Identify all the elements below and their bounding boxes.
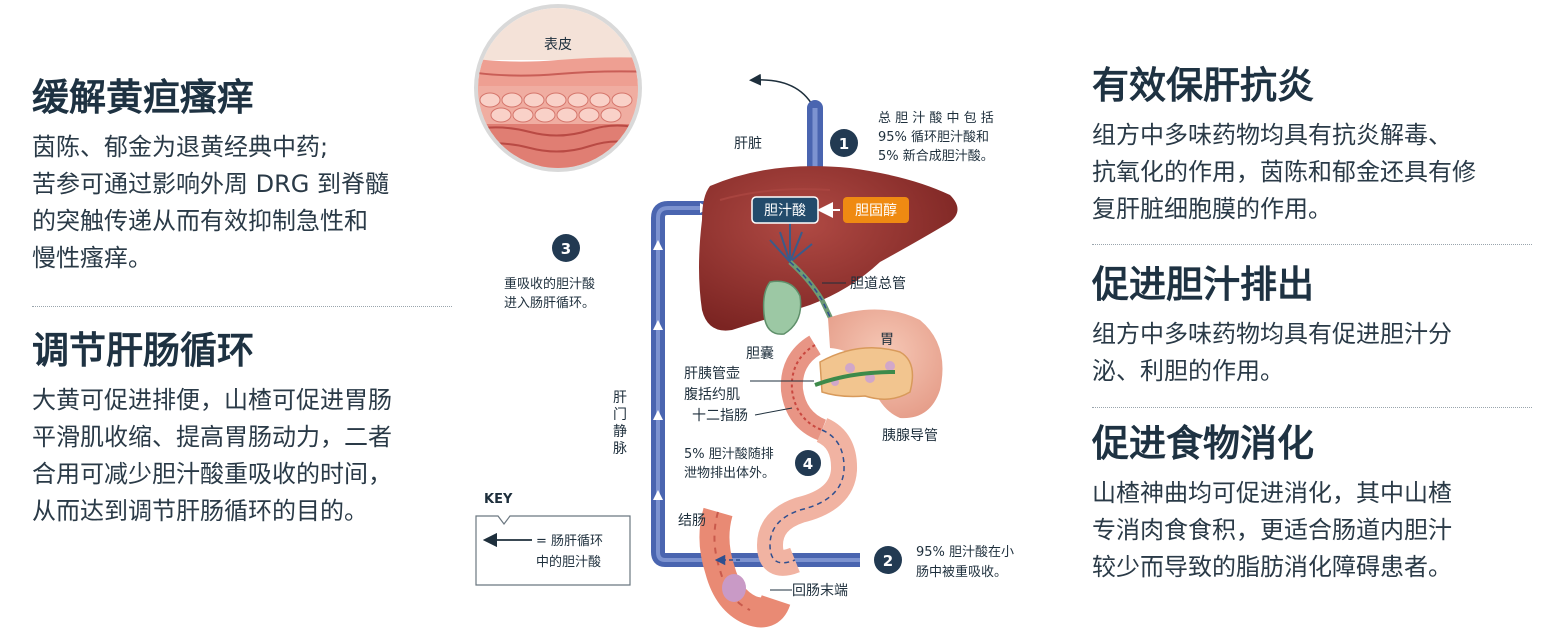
key-title: KEY: [484, 492, 513, 507]
bile-flow-intestine: [769, 429, 845, 564]
duodenum: [780, 335, 827, 441]
step-text: 重吸收的胆汁酸: [504, 276, 595, 292]
step-text: 进入肠肝循环。: [504, 296, 595, 311]
step-text: 肠中被重吸收。: [916, 564, 1007, 580]
step-number: 3: [561, 240, 571, 258]
skin-cross-section: 表皮: [474, 4, 642, 172]
body-line: 复肝脏细胞膜的作用。: [1092, 194, 1332, 223]
body-line: 组方中多味药物均具有促进胆汁分: [1092, 319, 1452, 348]
section-liver-protect: 有效保肝抗炎 组方中多味药物均具有抗炎解毒、 抗氧化的作用，茵陈和郁金还具有修 …: [1092, 64, 1532, 228]
body-line: 泌、利胆的作用。: [1092, 356, 1284, 385]
step-number: 4: [803, 455, 813, 473]
body-line: 山楂神曲均可促进消化，其中山楂: [1092, 478, 1452, 507]
liver-label: 肝脏: [734, 136, 762, 152]
section-title: 调节肝肠循环: [32, 329, 254, 372]
step-1: 1 总 胆 汁 酸 中 包 括 95% 循环胆汁酸和 5% 新合成胆汁酸。: [830, 111, 994, 164]
section-body: 山楂神曲均可促进消化，其中山楂 专消肉食食积，更适合肠道内胆汁 较少而导致的脂肪…: [1092, 475, 1532, 586]
step-4: 5% 胆汁酸随排 泄物排出体外。 4: [684, 447, 823, 481]
body-line: 专消肉食食积，更适合肠道内胆汁: [1092, 515, 1452, 544]
duodenum-outline: [790, 344, 823, 431]
portal-vein-char: 静: [613, 424, 627, 440]
step-text: 5% 新合成胆汁酸。: [878, 148, 994, 164]
section-digestion: 促进食物消化 山楂神曲均可促进消化，其中山楂 专消肉食食积，更适合肠道内胆汁 较…: [1092, 422, 1532, 586]
portal-vein-char: 脉: [613, 441, 627, 457]
section-title: 促进胆汁排出: [1092, 263, 1314, 306]
step-3: 3 重吸收的胆汁酸 进入肠肝循环。: [504, 234, 595, 311]
enterohepatic-diagram: 表皮 肝脏 胆汁酸 胆固醇: [474, 4, 1014, 628]
section-body: 茵陈、郁金为退黄经典中药; 苦参可通过影响外周 DRG 到脊髓 的突触传递从而有…: [32, 129, 452, 277]
ampulla-label: 肝胰管壶: [684, 366, 740, 382]
step-number: 1: [839, 135, 849, 153]
common-bile-duct-label: 胆道总管: [850, 276, 906, 292]
section-body: 大黄可促进排便，山楂可促进胃肠 平滑肌收缩、提高胃肠动力，二者 合用可减少胆汁酸…: [32, 382, 452, 530]
gallbladder-label: 胆囊: [746, 345, 774, 362]
section-body: 组方中多味药物均具有抗炎解毒、 抗氧化的作用，茵陈和郁金还具有修 复肝脏细胞膜的…: [1092, 117, 1532, 228]
bile-acid-box: 胆汁酸: [751, 196, 819, 224]
key-text: = 肠肝循环: [536, 534, 603, 549]
section-title: 缓解黄疸瘙痒: [32, 76, 254, 119]
key-legend: KEY = 肠肝循环 中的胆汁酸: [475, 492, 631, 586]
portal-vein-char: 门: [613, 407, 627, 423]
body-line: 抗氧化的作用，茵陈和郁金还具有修: [1092, 157, 1476, 186]
body-line: 苦参可通过影响外周 DRG 到脊髓: [32, 169, 390, 198]
sphincter-label: 腹括约肌: [684, 386, 740, 403]
gallbladder: 胆囊: [746, 280, 802, 362]
step-text: 泄物排出体外。: [684, 466, 775, 481]
step-2: 2 95% 胆汁酸在小 肠中被重吸收。: [874, 545, 1014, 580]
body-line: 茵陈、郁金为退黄经典中药;: [32, 132, 329, 161]
body-line: 较少而导致的脂肪消化障碍患者。: [1092, 552, 1452, 581]
liver: 肝脏: [699, 136, 958, 331]
body-line: 从而达到调节肝肠循环的目的。: [32, 496, 368, 525]
terminal-ileum-label: 回肠末端: [792, 583, 848, 599]
colon: 结肠: [678, 507, 791, 628]
body-line: 平滑肌收缩、提高胃肠动力，二者: [32, 422, 392, 451]
step-number: 2: [883, 552, 893, 570]
skin-label: 表皮: [544, 37, 572, 53]
section-divider: [1092, 407, 1532, 408]
body-line: 的突触传递从而有效抑制急性和: [32, 206, 368, 235]
stomach-label: 胃: [880, 332, 894, 348]
step-text: 95% 循环胆汁酸和: [878, 130, 989, 145]
body-line: 大黄可促进排便，山楂可促进胃肠: [32, 385, 392, 414]
bile-flow-arrow: [789, 261, 843, 343]
portal-vein-label: 肝 门 静 脉: [613, 390, 627, 457]
step-text: 总 胆 汁 酸 中 包 括: [878, 111, 994, 126]
section-title: 有效保肝抗炎: [1092, 64, 1314, 107]
section-divider: [1092, 244, 1532, 245]
body-line: 慢性瘙痒。: [32, 243, 152, 272]
body-line: 合用可减少胆汁酸重吸收的时间，: [32, 459, 392, 488]
portal-vein-char: 肝: [613, 390, 627, 406]
pancreas: [814, 347, 914, 400]
step-text: 5% 胆汁酸随排: [684, 447, 774, 462]
section-enterohepatic: 调节肝肠循环 大黄可促进排便，山楂可促进胃肠 平滑肌收缩、提高胃肠动力，二者 合…: [32, 329, 452, 530]
section-jaundice-itch: 缓解黄疸瘙痒 茵陈、郁金为退黄经典中药; 苦参可通过影响外周 DRG 到脊髓 的…: [32, 76, 452, 277]
cholesterol-label: 胆固醇: [855, 202, 897, 219]
colon-label: 结肠: [678, 513, 706, 529]
bile-acid-label: 胆汁酸: [764, 203, 806, 219]
key-text: 中的胆汁酸: [536, 554, 601, 570]
step-text: 95% 胆汁酸在小: [916, 545, 1014, 560]
section-bile-excretion: 促进胆汁排出 组方中多味药物均具有促进胆汁分 泌、利胆的作用。: [1092, 263, 1532, 390]
body-line: 组方中多味药物均具有抗炎解毒、: [1092, 120, 1452, 149]
leader-line: [754, 407, 793, 416]
section-title: 促进食物消化: [1092, 422, 1314, 465]
arrow-to-skin: [749, 73, 816, 111]
section-divider: [32, 306, 452, 307]
section-body: 组方中多味药物均具有促进胆汁分 泌、利胆的作用。: [1092, 316, 1532, 390]
pancreatic-duct-label: 胰腺导管: [882, 428, 938, 444]
duodenum-label: 十二指肠: [692, 408, 748, 424]
cholesterol-box: 胆固醇: [843, 197, 909, 223]
